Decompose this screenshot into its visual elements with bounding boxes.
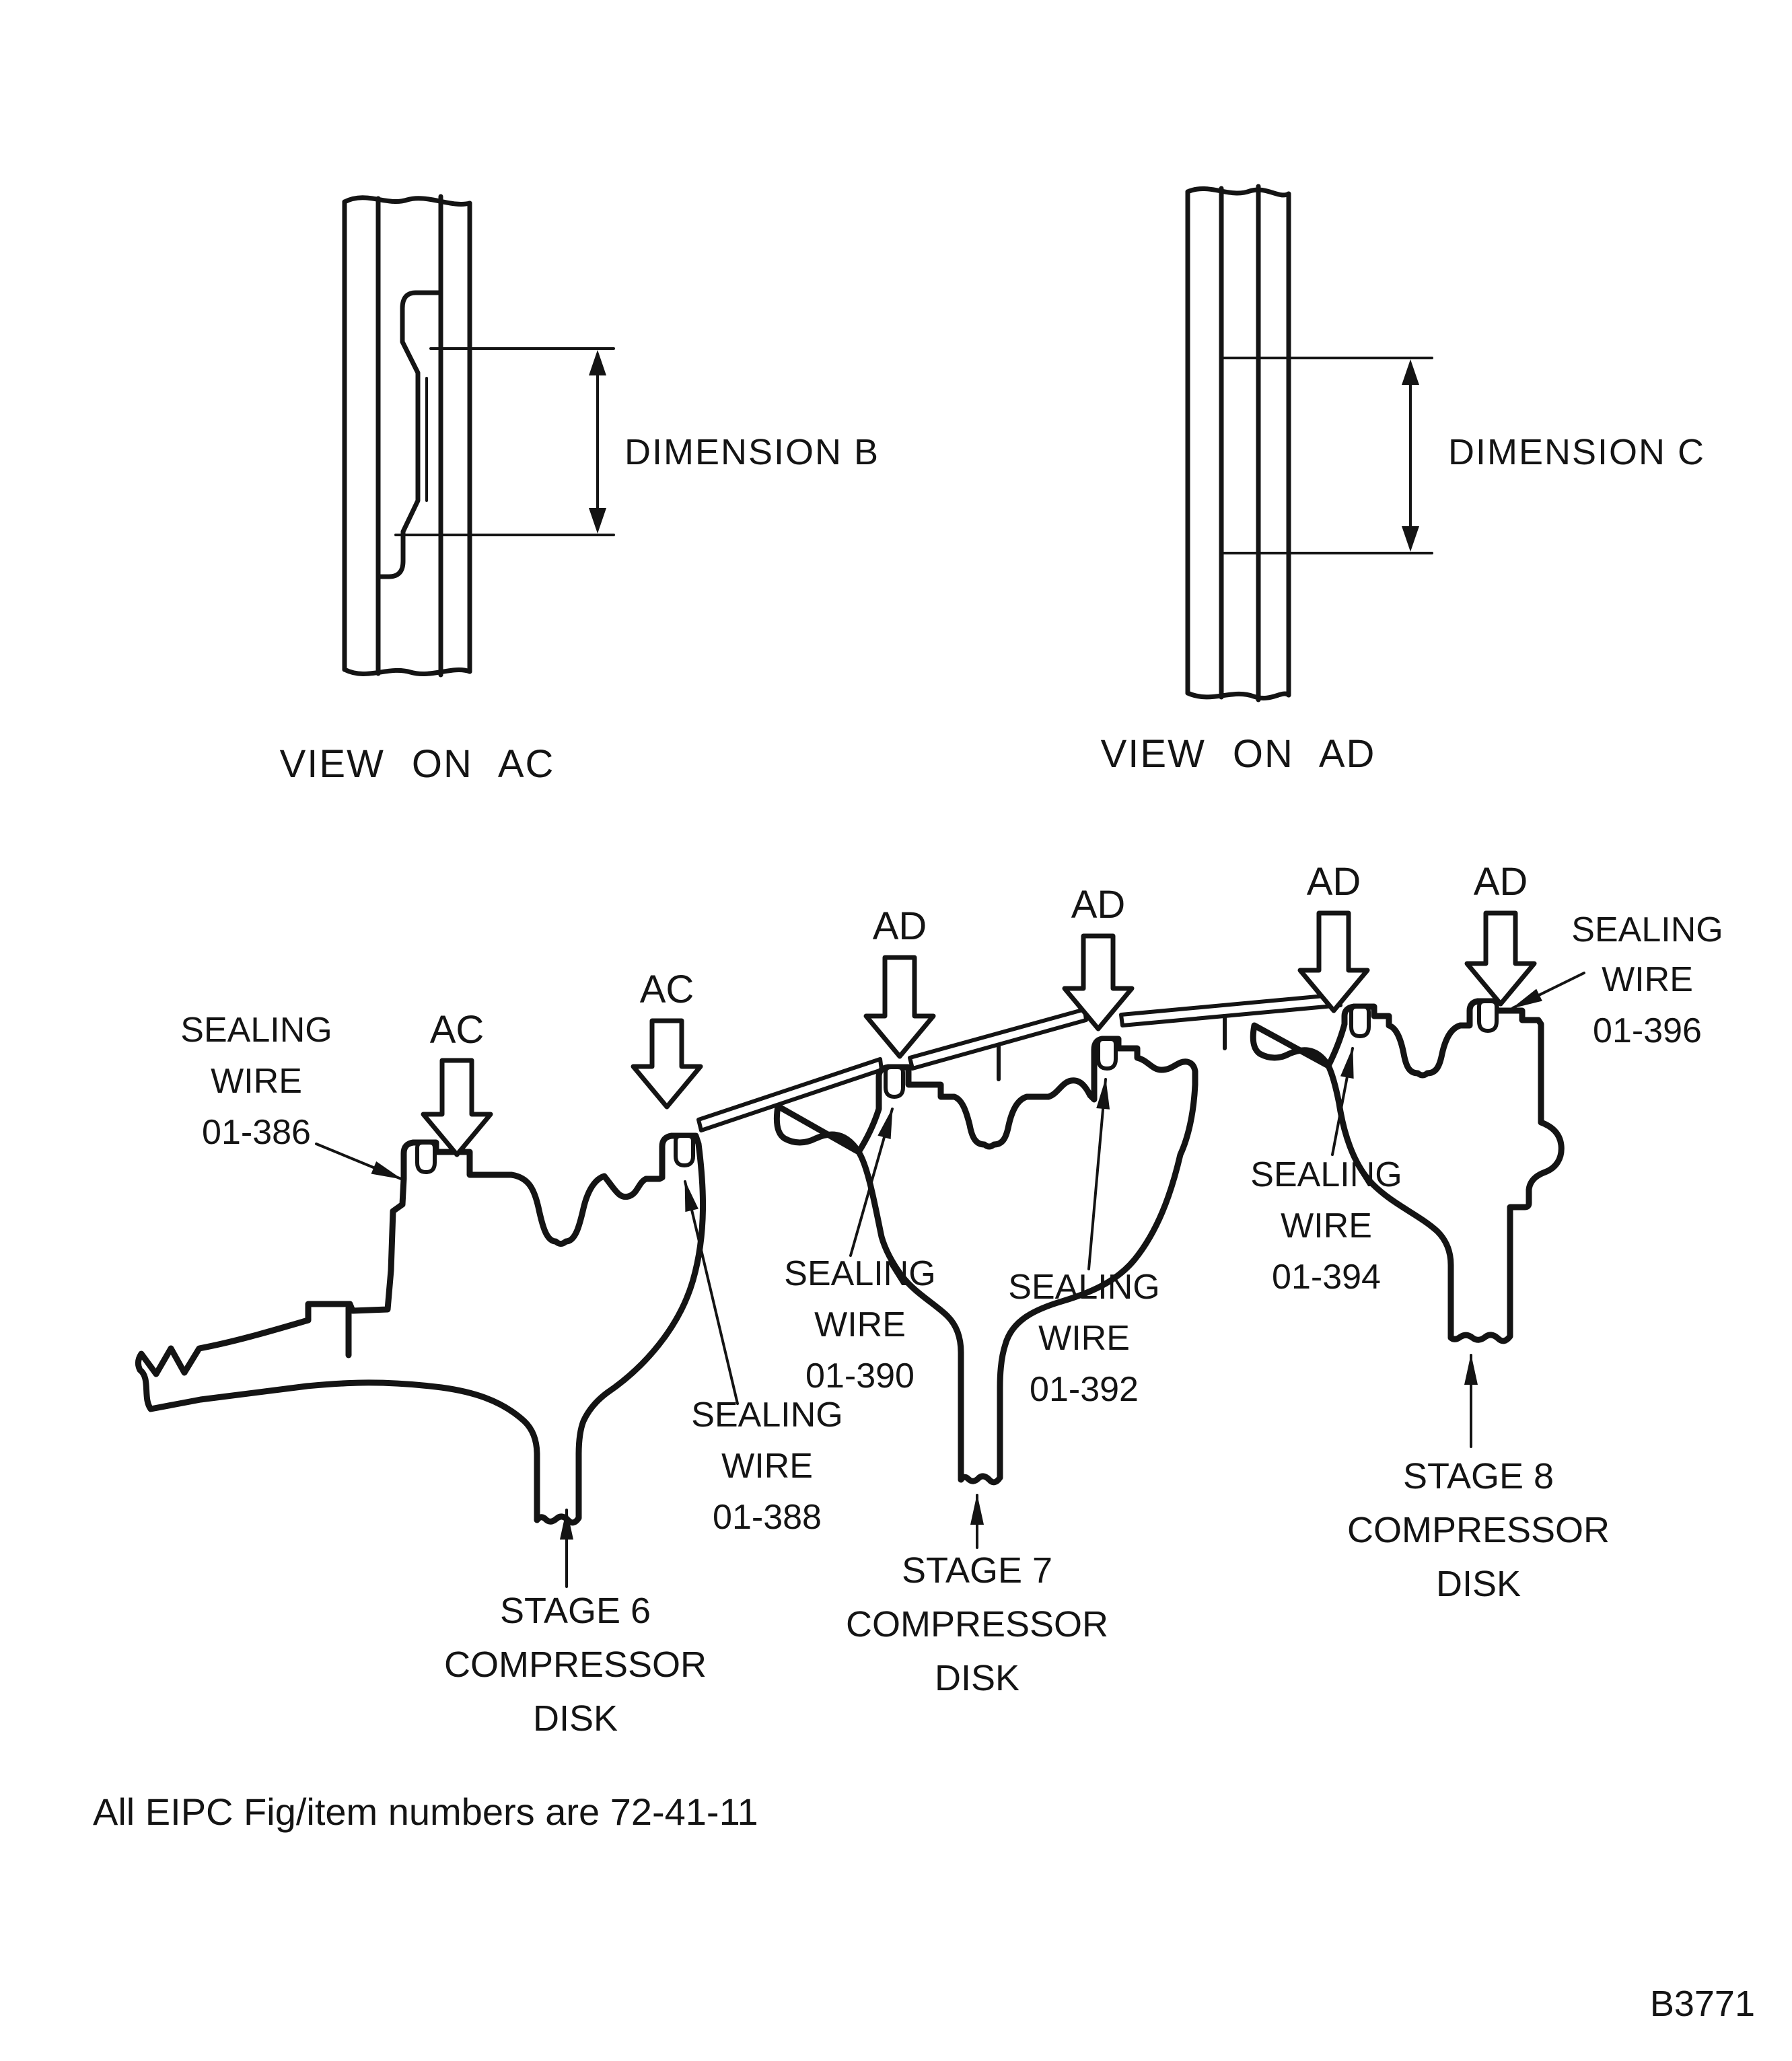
section-arrow-label: AD xyxy=(1474,860,1528,904)
section-arrow-ac-1: AC xyxy=(421,1008,493,1157)
callout-line: SEALING xyxy=(1008,1268,1159,1307)
section-arrow-ad-1: AD xyxy=(863,904,936,1059)
callout-sealing-wire-01-388: SEALING WIRE 01-388 xyxy=(684,1180,843,1537)
view-on-ad: DIMENSION C VIEW ON AD xyxy=(1101,184,1705,776)
section-arrow-label: AD xyxy=(1071,883,1126,927)
dimension-c-label: DIMENSION C xyxy=(1448,432,1705,472)
callout-sealing-wire-01-394: SEALING WIRE 01-394 xyxy=(1250,1047,1402,1297)
callout-line: STAGE 6 xyxy=(500,1591,651,1631)
callout-sealing-wire-01-386: SEALING WIRE 01-386 xyxy=(180,1011,402,1180)
eipc-footnote: All EIPC Fig/item numbers are 72-41-11 xyxy=(93,1791,758,1833)
section-arrow-ad-4: AD xyxy=(1464,860,1537,1007)
block-arrow-down-icon xyxy=(1297,910,1370,1013)
callout-line: DISK xyxy=(1436,1564,1521,1604)
section-arrow-ad-3: AD xyxy=(1297,860,1370,1013)
callout-stage-8-disk: STAGE 8 COMPRESSOR DISK xyxy=(1347,1354,1610,1604)
block-arrow-down-icon xyxy=(421,1058,493,1157)
figure-code: B3771 xyxy=(1650,1984,1755,2024)
sealing-wire-01-388 xyxy=(674,1134,695,1168)
section-arrow-ad-2: AD xyxy=(1062,883,1135,1032)
dim-b-arrowhead-up xyxy=(589,350,606,375)
section-arrow-ac-2: AC xyxy=(631,968,703,1110)
sealing-wire-01-394 xyxy=(1349,1005,1371,1039)
callout-line: SEALING xyxy=(784,1254,935,1293)
callout-code: 01-394 xyxy=(1272,1258,1381,1297)
callout-line: SEALING xyxy=(691,1396,843,1435)
sealing-wire-01-392 xyxy=(1096,1037,1118,1071)
dim-c-arrowhead-up xyxy=(1402,359,1419,385)
block-arrow-down-icon xyxy=(863,955,936,1059)
callout-line: WIRE xyxy=(814,1305,906,1344)
callout-line: COMPRESSOR xyxy=(444,1644,707,1685)
callout-line: SEALING xyxy=(1250,1155,1402,1194)
block-arrow-down-icon xyxy=(631,1018,703,1110)
section-arrow-label: AC xyxy=(640,968,694,1011)
view-on-ac: DIMENSION B VIEW ON AC xyxy=(280,194,880,786)
callout-sealing-wire-01-392: SEALING WIRE 01-392 xyxy=(1008,1078,1160,1409)
callout-code: 01-396 xyxy=(1593,1011,1702,1050)
callout-code: 01-386 xyxy=(202,1113,311,1152)
callout-line: DISK xyxy=(935,1658,1019,1698)
leader-arrow xyxy=(1511,972,1585,1009)
callout-stage-7-disk: STAGE 7 COMPRESSOR DISK xyxy=(846,1494,1108,1698)
stage-6-disk-outline xyxy=(135,1132,707,1526)
callout-line: COMPRESSOR xyxy=(1347,1510,1610,1550)
section-arrow-label: AC xyxy=(430,1008,485,1052)
block-arrow-down-icon xyxy=(1464,910,1537,1007)
block-arrow-down-icon xyxy=(1062,933,1135,1032)
callout-line: WIRE xyxy=(1602,960,1693,999)
leader-arrow xyxy=(684,1180,739,1405)
cone-stage6-to-7 xyxy=(696,1057,884,1132)
callout-line: COMPRESSOR xyxy=(846,1604,1108,1644)
cone-stage7-to-8-right xyxy=(1119,992,1342,1050)
sealing-wire-01-390 xyxy=(884,1065,905,1099)
ac-slot-profile xyxy=(375,290,443,579)
leader-arrow xyxy=(1087,1078,1110,1270)
section-arrow-label: AD xyxy=(1307,860,1361,904)
callout-stage-6-disk: STAGE 6 COMPRESSOR DISK xyxy=(444,1509,707,1739)
ac-part-bottom-break xyxy=(342,667,472,676)
ac-part-top-break xyxy=(342,195,472,207)
callout-line: STAGE 7 xyxy=(902,1550,1052,1591)
callout-line: WIRE xyxy=(211,1062,302,1101)
view-on-ac-title: VIEW ON AC xyxy=(280,742,555,786)
ad-part-bottom-break xyxy=(1185,690,1291,700)
leader-arrow xyxy=(849,1108,894,1257)
view-on-ad-title: VIEW ON AD xyxy=(1101,732,1376,776)
callout-sealing-wire-01-390: SEALING WIRE 01-390 xyxy=(784,1108,936,1396)
dimension-b-label: DIMENSION B xyxy=(624,432,880,472)
cone-stage7-to-8-left xyxy=(908,1007,1088,1081)
sealing-wire-01-386 xyxy=(415,1141,437,1175)
callout-line: WIRE xyxy=(1038,1319,1130,1358)
callout-line: WIRE xyxy=(721,1447,813,1486)
dim-c-arrowhead-down xyxy=(1402,526,1419,552)
callout-line: SEALING xyxy=(180,1011,332,1050)
stage-8-disk-outline xyxy=(1250,998,1565,1344)
leader-arrow xyxy=(1331,1047,1354,1156)
leader-arrow xyxy=(315,1143,402,1180)
dim-b-arrowhead-down xyxy=(589,508,606,534)
main-cross-section: AC AC AD AD AD AD SEALING WIRE 01-386 xyxy=(135,860,1723,1739)
callout-line: STAGE 8 xyxy=(1403,1456,1554,1496)
stage-7-disk-outline xyxy=(773,1036,1198,1486)
callout-line: WIRE xyxy=(1281,1206,1372,1245)
callout-line: SEALING xyxy=(1571,910,1723,949)
callout-code: 01-392 xyxy=(1030,1370,1139,1409)
sealing-wire-01-396 xyxy=(1477,999,1499,1034)
section-arrow-label: AD xyxy=(873,904,927,948)
callout-code: 01-390 xyxy=(805,1357,915,1396)
callout-sealing-wire-01-396: SEALING WIRE 01-396 xyxy=(1511,910,1723,1050)
callout-code: 01-388 xyxy=(713,1498,822,1537)
callout-line: DISK xyxy=(533,1698,618,1739)
ad-part-top-break xyxy=(1185,186,1291,198)
